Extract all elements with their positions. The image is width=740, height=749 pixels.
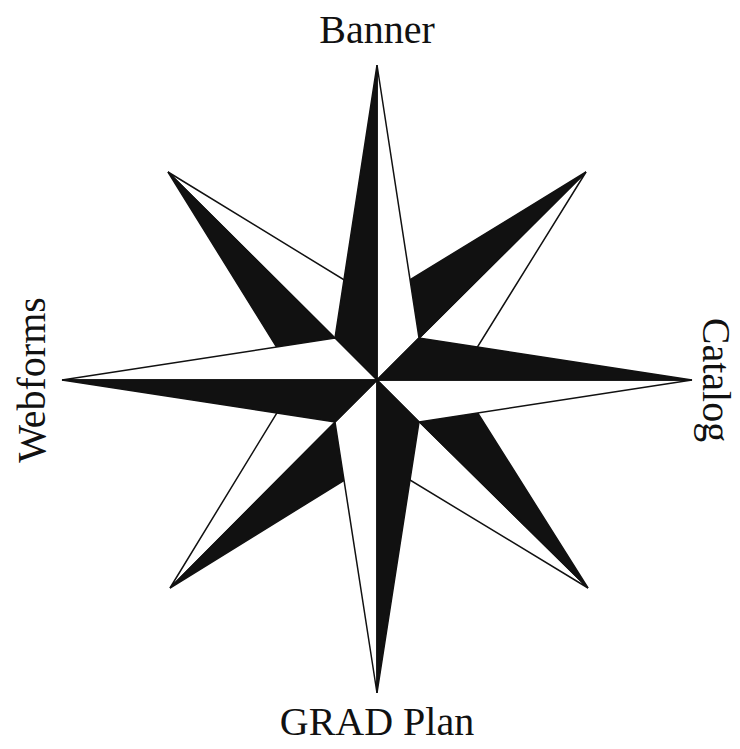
direction-label: Webforms [12, 297, 52, 463]
direction-label: GRAD Plan [280, 702, 474, 742]
direction-label: Catalog [696, 318, 736, 442]
direction-label: Banner [319, 10, 435, 50]
